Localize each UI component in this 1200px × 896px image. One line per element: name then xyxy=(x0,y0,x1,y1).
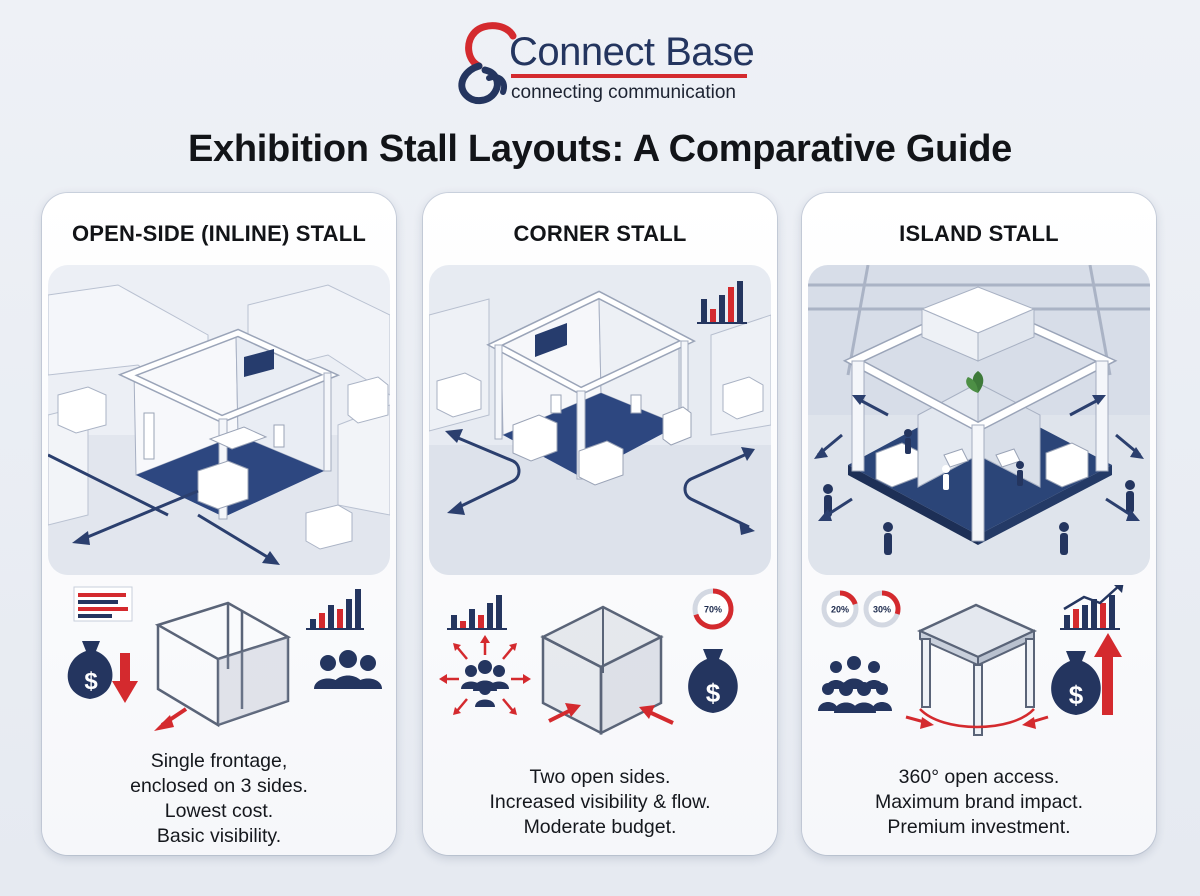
brand-tagline: connecting communication xyxy=(511,82,736,103)
brand-swirl-icon xyxy=(458,22,517,104)
three-sided-booth-icon xyxy=(154,601,292,731)
description-line: Increased visibility & flow. xyxy=(489,791,711,813)
crowd-icon xyxy=(818,656,892,713)
bar-chart-icon xyxy=(306,589,364,630)
horizontal-bar-chart-icon xyxy=(73,586,133,622)
description-line: Maximum brand impact. xyxy=(874,791,1084,813)
svg-text:$: $ xyxy=(84,668,98,695)
card-title: CORNER STALL xyxy=(513,221,687,246)
money-bag-up-arrow-icon: $ xyxy=(1051,633,1122,715)
money-bag-icon: $ xyxy=(688,649,738,713)
percent-ring-icon: 70% xyxy=(692,588,734,630)
two-open-sides-booth-icon xyxy=(540,605,674,736)
card-corner-stall: CORNER STALL xyxy=(423,193,777,855)
open-frame-booth-icon xyxy=(905,603,1049,736)
description-line: Lowest cost. xyxy=(164,800,274,822)
card-inline-stall: OPEN-SIDE (INLINE) STALL xyxy=(42,193,396,855)
card-icons: 20% 30% xyxy=(802,581,1156,745)
card-description: Single frontage, enclosed on 3 sides. Lo… xyxy=(52,749,386,849)
bar-chart-icon xyxy=(447,595,507,630)
card-island-stall: ISLAND STALL xyxy=(802,193,1156,855)
corner-stall-illustration xyxy=(429,265,771,575)
description-line: Moderate budget. xyxy=(523,816,677,838)
percent-ring-icon: 30% xyxy=(863,590,901,628)
card-icons: $ xyxy=(42,585,396,745)
inline-stall-illustration xyxy=(48,265,390,575)
description-line: enclosed on 3 sides. xyxy=(130,775,308,797)
brand-underline xyxy=(511,74,747,78)
people-group-icon xyxy=(314,650,382,689)
svg-text:$: $ xyxy=(706,678,721,708)
svg-text:$: $ xyxy=(1069,680,1084,710)
description-line: Premium investment. xyxy=(887,816,1071,838)
scene-bar-chart-icon xyxy=(697,281,747,324)
page-title: Exhibition Stall Layouts: A Comparative … xyxy=(187,128,1013,170)
card-description: Two open sides. Increased visibility & f… xyxy=(433,765,767,840)
description-line: Two open sides. xyxy=(529,766,671,788)
rising-bar-chart-icon xyxy=(1060,581,1124,630)
crowd-spread-icon xyxy=(439,635,531,715)
island-stall-illustration xyxy=(808,265,1150,575)
percent-ring-icon: 20% xyxy=(821,590,859,628)
ring-label: 30% xyxy=(873,605,891,615)
description-line: Single frontage, xyxy=(150,750,288,772)
description-line: 360° open access. xyxy=(898,766,1060,788)
card-icons: 70% $ xyxy=(423,585,777,745)
money-bag-down-arrow-icon: $ xyxy=(67,641,138,703)
card-title: ISLAND STALL xyxy=(899,221,1059,246)
ring-label: 20% xyxy=(831,605,849,615)
brand-logo: Connect Base connecting communication xyxy=(455,18,755,108)
card-description: 360° open access. Maximum brand impact. … xyxy=(812,765,1146,840)
brand-name: Connect Base xyxy=(509,30,755,74)
description-line: Basic visibility. xyxy=(156,825,282,847)
ring-label: 70% xyxy=(704,605,722,615)
card-title: OPEN-SIDE (INLINE) STALL xyxy=(71,221,367,246)
